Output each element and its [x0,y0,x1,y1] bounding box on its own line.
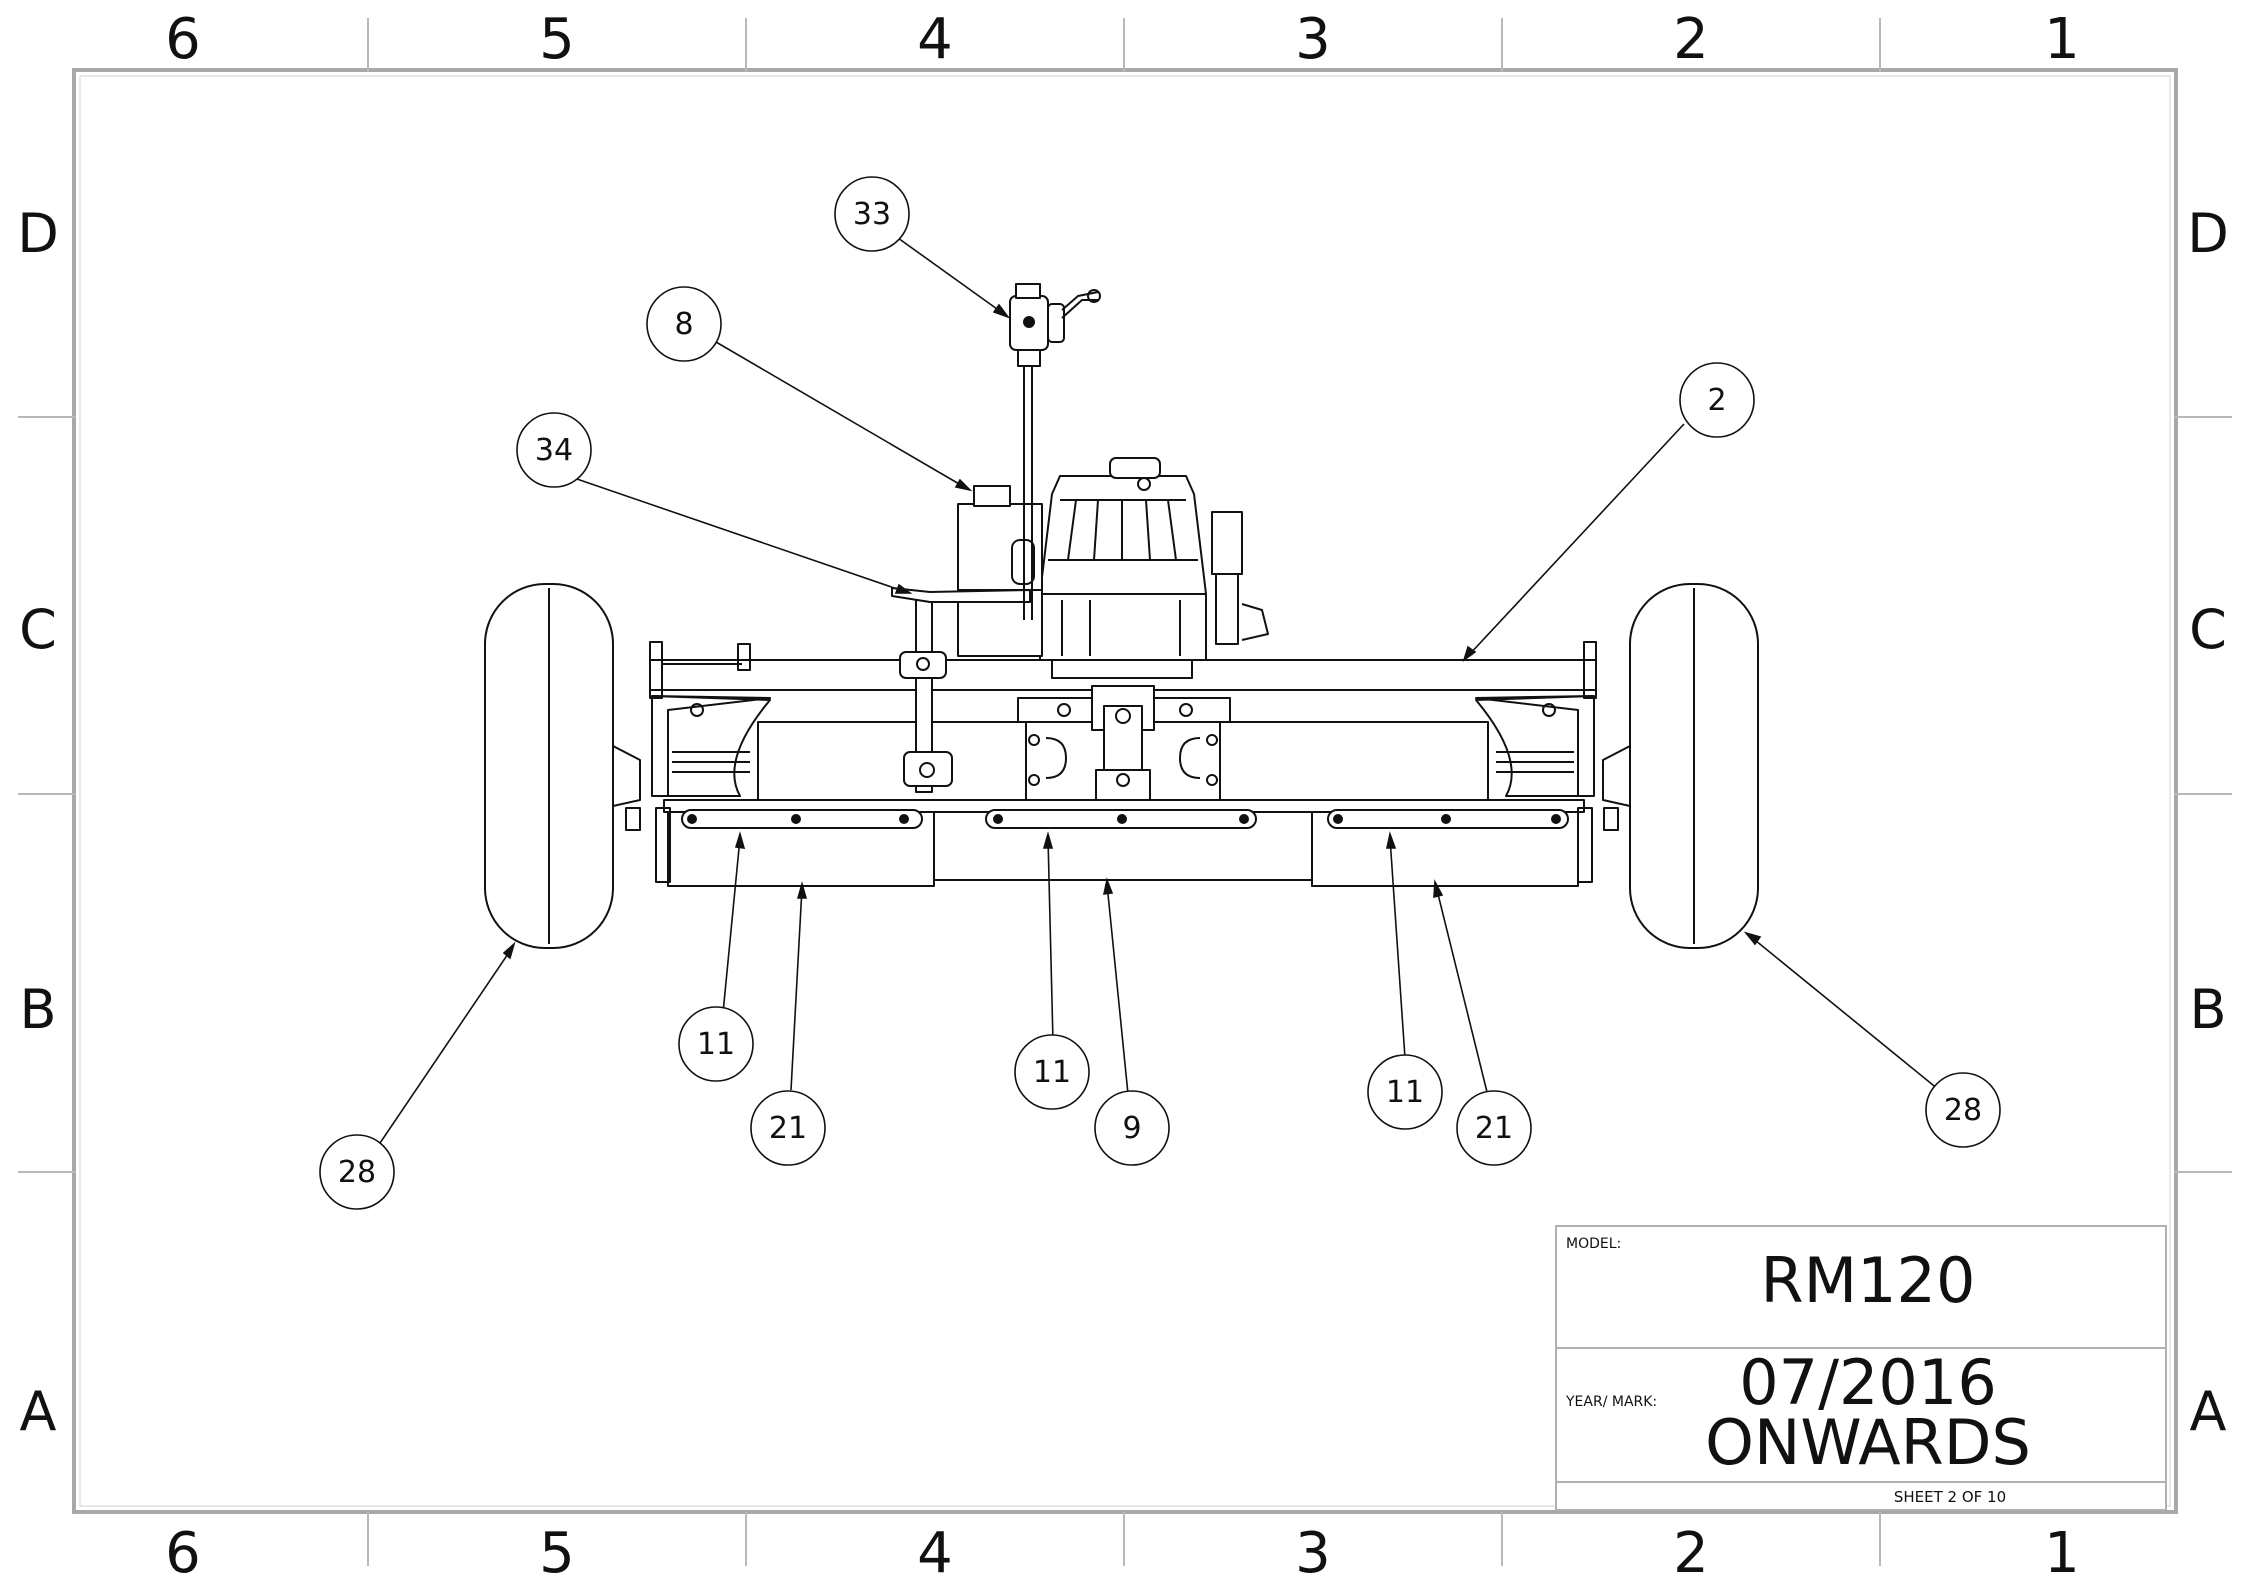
zone-col-5: 5 [539,7,575,72]
balloon-34[interactable]: 34 [516,412,592,488]
deck-side-plates [651,695,1595,797]
height-adjuster [891,587,1031,793]
zone-labels-right: D C B A [2187,202,2229,1443]
leader-lines [377,237,1945,1147]
title-block: MODEL: RM120 YEAR/ MARK: 07/2016 ONWARDS… [1555,1225,2167,1511]
balloon-label: 8 [674,307,693,342]
zone-ticks [18,18,2232,1566]
balloon-8[interactable]: 8 [646,286,722,362]
balloon-label: 2 [1707,383,1726,418]
balloon-label: 21 [769,1111,807,1146]
sheet-number: SHEET 2 OF 10 [1894,1488,2006,1506]
balloon-label: 9 [1122,1111,1141,1146]
skirt-bolts [687,814,1561,824]
mower-assembly [484,283,1759,949]
zone-row-c-right: C [2189,598,2227,661]
zone-col-2-bottom: 2 [1673,1521,1709,1586]
zone-col-1: 1 [2044,7,2080,72]
balloon-21-left[interactable]: 21 [750,1090,826,1166]
zone-col-4: 4 [917,7,953,72]
zone-row-a: A [20,1380,57,1443]
balloon-2[interactable]: 2 [1679,362,1755,438]
balloon-label: 21 [1475,1111,1513,1146]
balloon-33[interactable]: 33 [834,176,910,252]
balloon-21-right[interactable]: 21 [1456,1090,1532,1166]
zone-row-d: D [17,202,59,265]
front-skirts [655,799,1593,887]
zone-labels-top: 6 5 4 3 2 1 [165,7,2080,72]
model-value: RM120 [1761,1244,1976,1317]
axle-stubs [612,745,1631,831]
deck-housing [757,721,1489,801]
zone-col-1-bottom: 1 [2044,1521,2080,1586]
zone-row-d-right: D [2187,202,2229,265]
zone-labels-left: D C B A [17,202,59,1443]
balloons: 33 8 34 2 11 21 11 9 [319,176,2001,1210]
zone-col-4-bottom: 4 [917,1521,953,1586]
zone-row-b: B [19,978,56,1041]
balloon-11-center[interactable]: 11 [1014,1034,1090,1110]
zone-col-2: 2 [1673,7,1709,72]
zone-col-3: 3 [1295,7,1331,72]
balloon-label: 11 [1386,1075,1424,1110]
zone-col-3-bottom: 3 [1295,1521,1331,1586]
year-value-line1: 07/2016 [1739,1346,1997,1419]
zone-labels-bottom: 6 5 4 3 2 1 [165,1521,2080,1586]
zone-col-6-bottom: 6 [165,1521,201,1586]
right-wheel [1629,583,1759,949]
year-value-line2: ONWARDS [1705,1406,2031,1479]
balloon-11-left[interactable]: 11 [678,1006,754,1082]
engine [957,457,1269,723]
year-label: YEAR/ MARK: [1565,1394,1657,1410]
model-label: MODEL: [1566,1236,1621,1252]
balloon-label: 11 [1033,1055,1071,1090]
throttle-handle [1009,283,1101,620]
balloon-label: 33 [853,197,891,232]
zone-row-c: C [19,598,57,661]
balloon-11-right[interactable]: 11 [1367,1054,1443,1130]
zone-row-b-right: B [2189,978,2226,1041]
zone-col-5-bottom: 5 [539,1521,575,1586]
zone-col-6: 6 [165,7,201,72]
balloon-9[interactable]: 9 [1094,1090,1170,1166]
balloon-label: 34 [535,433,573,468]
left-wheel [484,583,614,949]
balloon-28-right[interactable]: 28 [1925,1072,2001,1148]
balloon-28-left[interactable]: 28 [319,1134,395,1210]
balloon-label: 11 [697,1027,735,1062]
balloon-label: 28 [338,1155,376,1190]
zone-row-a-right: A [2190,1380,2227,1443]
balloon-label: 28 [1944,1093,1982,1128]
